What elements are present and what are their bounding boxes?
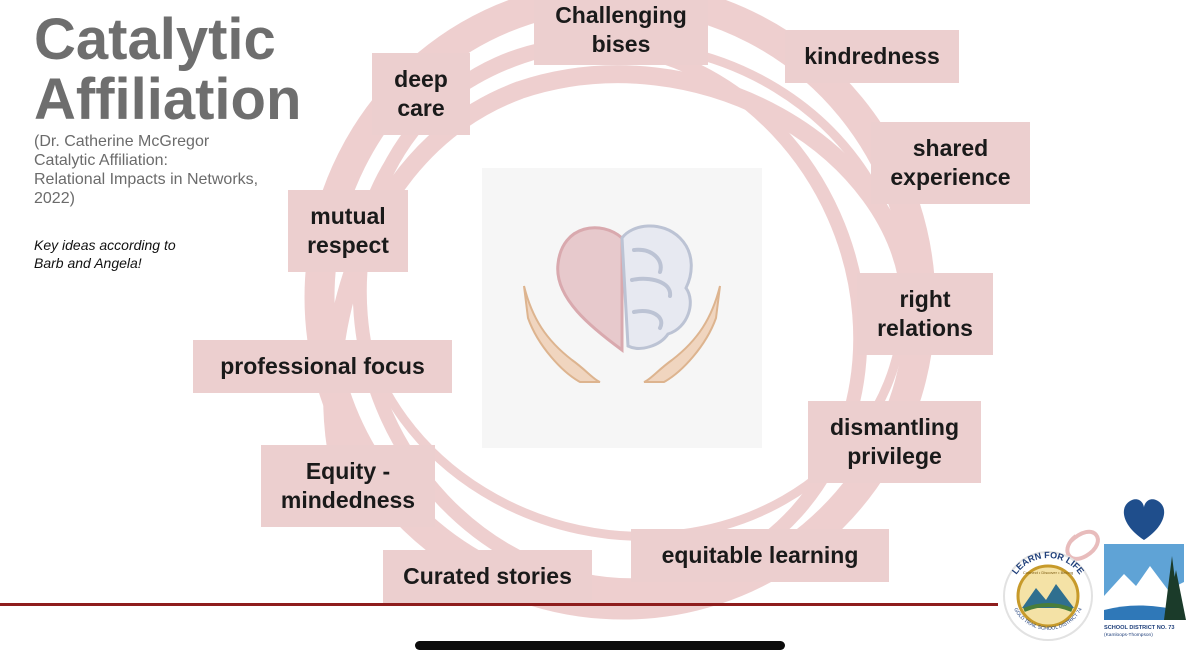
- idea-line: right: [899, 286, 951, 312]
- citation-line-1: (Dr. Catherine McGregor: [34, 133, 210, 150]
- logo-inner-text: Connect • Discover • Belong: [1023, 570, 1073, 575]
- idea-right-relations: right relations: [857, 273, 993, 355]
- idea-line: mindedness: [280, 487, 416, 513]
- sd73-logo: SCHOOL DISTRICT NO. 73 (Kamloops-Thompso…: [1104, 499, 1186, 638]
- idea-line: dismantling: [829, 414, 960, 440]
- idea-curated-stories: Curated stories: [383, 550, 592, 603]
- idea-shared-experience: shared experience: [871, 122, 1030, 204]
- page-title: Catalytic Affiliation: [34, 10, 301, 130]
- note-line-2: Barb and Angela!: [34, 255, 142, 271]
- citation-line-3: Relational Impacts in Networks,: [34, 171, 259, 188]
- idea-line: professional focus: [220, 353, 425, 379]
- sd73-line-1: SCHOOL DISTRICT NO. 73: [1104, 625, 1174, 631]
- idea-line: relations: [877, 315, 973, 341]
- idea-equitable-learning: equitable learning: [631, 529, 889, 582]
- idea-dismantling-privilege: dismantling privilege: [808, 401, 981, 483]
- idea-professional-focus: professional focus: [193, 340, 452, 393]
- citation-line-2: Catalytic Affiliation:: [34, 152, 168, 169]
- idea-line: experience: [890, 164, 1011, 190]
- key-ideas-note: Key ideas according to Barb and Angela!: [34, 236, 234, 272]
- idea-line: privilege: [847, 443, 942, 469]
- heart-brain-hands-illustration: [482, 168, 762, 448]
- gold-trail-logo: LEARN FOR LIFE GOLD TRAIL SCHOOL DISTRIC…: [1003, 529, 1100, 641]
- note-line-1: Key ideas according to: [34, 237, 176, 253]
- title-line-1: Catalytic: [34, 7, 276, 72]
- idea-mutual-respect: mutual respect: [288, 190, 408, 272]
- idea-line: mutual: [310, 203, 386, 229]
- idea-line: Equity -: [305, 458, 391, 484]
- idea-equity-mindedness: Equity - mindedness: [261, 445, 435, 527]
- sd73-line-2: (Kamloops-Thompson): [1104, 632, 1153, 638]
- citation-line-4: 2022): [34, 190, 75, 207]
- idea-line: deep: [394, 66, 448, 92]
- idea-line: kindredness: [804, 43, 940, 69]
- citation: (Dr. Catherine McGregor Catalytic Affili…: [34, 132, 274, 208]
- idea-deep-care: deep care: [372, 53, 470, 135]
- idea-line: respect: [307, 232, 389, 258]
- idea-kindredness: kindredness: [785, 30, 959, 83]
- heart-icon: [1123, 499, 1165, 540]
- idea-line: Challenging: [555, 1, 687, 28]
- title-line-2: Affiliation: [34, 67, 302, 132]
- idea-line: shared: [912, 135, 989, 161]
- bottom-divider: [0, 603, 998, 606]
- idea-line: bises: [591, 30, 651, 57]
- idea-line: Curated stories: [403, 563, 572, 589]
- idea-line: care: [397, 95, 445, 121]
- home-indicator[interactable]: [415, 641, 785, 650]
- idea-line: equitable learning: [661, 542, 859, 568]
